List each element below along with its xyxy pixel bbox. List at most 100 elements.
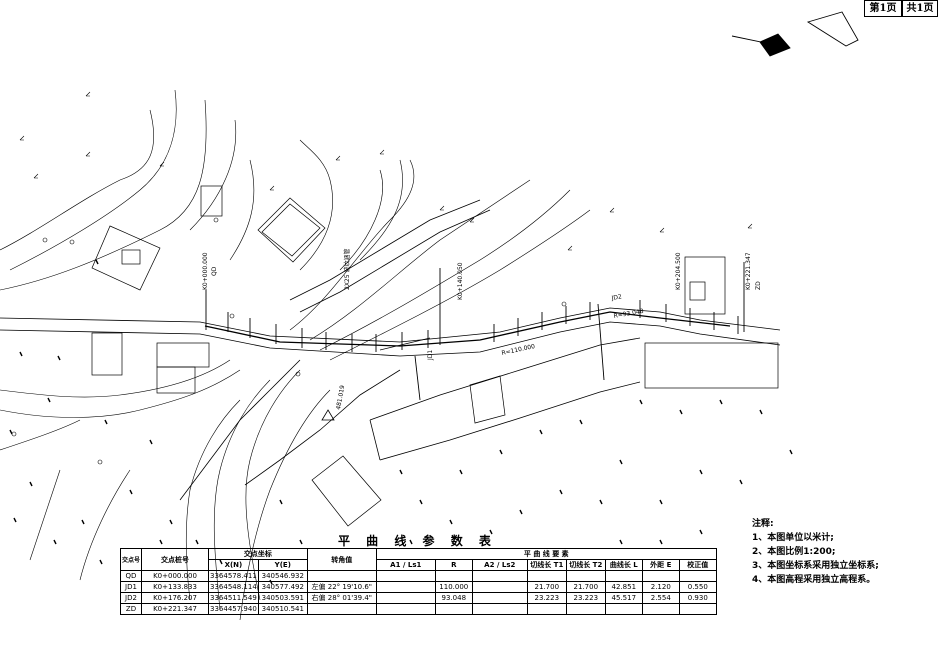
note-item: 2、本图比例1:200; (752, 547, 836, 557)
cell: 2.554 (641, 592, 680, 604)
cell (678, 570, 717, 582)
header-c: 校正值 (678, 559, 717, 571)
label-zd: ZD (755, 281, 762, 290)
header-t1: 切线长 T1 (526, 559, 567, 571)
cell: K0+000.000 (141, 570, 210, 582)
header-elements: 平 曲 线 要 素 (375, 548, 717, 560)
note-item: 3、本图坐标系采用独立坐标系; (752, 561, 879, 571)
cell: 340577.492 (257, 581, 308, 593)
cell (375, 592, 436, 604)
cell (604, 603, 643, 615)
cell (375, 603, 436, 615)
cell (641, 603, 680, 615)
cell: 340546.932 (257, 570, 308, 582)
header-x: X(N) (208, 559, 259, 571)
cell: 340510.541 (257, 603, 308, 615)
cell: QD (119, 570, 143, 582)
cell (471, 570, 528, 582)
cell (375, 581, 436, 593)
cell (565, 570, 606, 582)
cell: JD2 (119, 592, 143, 604)
cell: 左偏 22° 19'10.6" (306, 581, 377, 593)
cell (306, 570, 377, 582)
header-a1: A1 / Ls1 (375, 559, 436, 571)
cell: 右偏 28° 01'39.4" (306, 592, 377, 604)
page-number-total: 共1页 (902, 0, 938, 17)
table-row: ZD K0+221.347 3364457.940 340510.541 (119, 603, 717, 615)
page-number-current: 第1页 (864, 0, 902, 17)
cell: 3364548.114 (208, 581, 259, 593)
label-zd-station: K0+221.347 (745, 252, 752, 290)
cell: 3364457.940 (208, 603, 259, 615)
header-no: 交点号 (119, 548, 143, 571)
header-e: 外距 E (641, 559, 680, 571)
note-item: 4、本图高程采用独立高程系。 (752, 575, 876, 585)
cell: 21.700 (526, 581, 567, 593)
header-a2: A2 / Ls2 (471, 559, 528, 571)
cell: K0+221.347 (141, 603, 210, 615)
cell: ZD (119, 603, 143, 615)
cell (678, 603, 717, 615)
road-centerline (204, 311, 731, 347)
notes-heading: 注释: (752, 519, 774, 529)
header-t2: 切线长 T2 (565, 559, 606, 571)
cell (375, 570, 436, 582)
cell: 23.223 (526, 592, 567, 604)
note-item: 1、本图单位以米计; (752, 533, 834, 543)
cell: 340503.591 (257, 592, 308, 604)
curve-parameter-table: 交点号 交点桩号 交点坐标 转角值 平 曲 线 要 素 X(N) Y(E) A1… (119, 548, 717, 615)
cell (471, 592, 528, 604)
cell (641, 570, 680, 582)
label-qd: QD (211, 266, 218, 276)
cell (526, 570, 567, 582)
header-angle: 转角值 (306, 548, 377, 571)
buildings (91, 185, 779, 527)
table-row: JD2 K0+176.207 3364511.549 340503.591 右偏… (119, 592, 717, 604)
header-l: 曲线长 L (604, 559, 643, 571)
contour-lines (0, 89, 591, 621)
cell: 0.930 (678, 592, 717, 604)
cell: 21.700 (565, 581, 606, 593)
label-start-station: K0+000.000 (202, 252, 209, 290)
cell: 23.223 (565, 592, 606, 604)
cell (306, 603, 377, 615)
cell: 45.517 (604, 592, 643, 604)
cell (434, 570, 473, 582)
label-k204: K0+204.500 (675, 252, 682, 290)
table-row: QD K0+000.000 3364578.411 340546.932 (119, 570, 717, 582)
cell: 110.000 (434, 581, 473, 593)
cell (471, 581, 528, 593)
cell: 3364511.549 (208, 592, 259, 604)
header-y: Y(E) (257, 559, 308, 571)
north-arrow-icon (731, 11, 859, 57)
chainage-ticks (205, 262, 745, 401)
label-bridge: 481.019 (335, 385, 346, 411)
label-jd2: JD2 (610, 293, 622, 302)
cell (526, 603, 567, 615)
cell: 0.550 (678, 581, 717, 593)
cell: 2.120 (641, 581, 680, 593)
notes-block: 注释: 1、本图单位以米计; 2、本图比例1:200; 3、本图坐标系采用独立坐… (752, 517, 879, 587)
shrub-symbols (11, 91, 753, 465)
valley-lines (179, 199, 491, 501)
survey-marker (321, 409, 335, 421)
road (0, 307, 781, 461)
label-jd1: JD1 (427, 350, 434, 361)
header-station: 交点桩号 (141, 548, 210, 571)
cell (471, 603, 528, 615)
table-title: 平 曲 线 参 数 表 (338, 534, 497, 548)
cell (604, 570, 643, 582)
label-r2: R=93.048 (613, 308, 644, 320)
cell (565, 603, 606, 615)
header-r: R (434, 559, 473, 571)
table-row: JD1 K0+133.833 3364548.114 340577.492 左偏… (119, 581, 717, 593)
header-coords: 交点坐标 (208, 548, 308, 560)
cell (434, 603, 473, 615)
cell: 42.851 (604, 581, 643, 593)
cell: JD1 (119, 581, 143, 593)
cell: 93.048 (434, 592, 473, 604)
label-k140: K0+140.050 (457, 262, 464, 300)
cell: 3364578.411 (208, 570, 259, 582)
cell: K0+176.207 (141, 592, 210, 604)
